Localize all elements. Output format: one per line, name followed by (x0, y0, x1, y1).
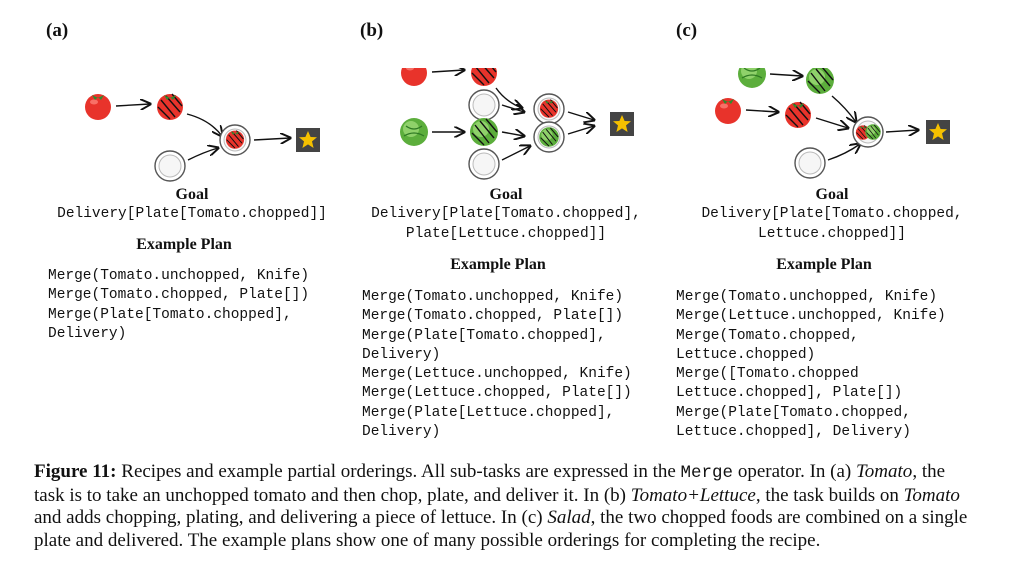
goal-text: Delivery[Plate[Tomato.chopped, Lettuce.c… (672, 205, 992, 244)
plan-title: Example Plan (136, 236, 232, 253)
plan-title: Example Plan (450, 256, 546, 273)
plan-step: Delivery) (362, 346, 441, 363)
arrow (115, 104, 150, 106)
plan-step: Merge(Tomato.unchopped, Knife) (48, 268, 310, 284)
panel-label: (b) (360, 20, 384, 41)
caption-emphasis: Tomato+Lettuce (630, 484, 756, 506)
chopped-lettuce-icon (469, 117, 499, 147)
panel-label: (c) (676, 20, 698, 41)
plan-step: Delivery) (48, 325, 127, 342)
plan-step: Lettuce.chopped], Plate[]) (676, 385, 903, 402)
caption-text: Recipes and example partial orderings. A… (116, 461, 681, 482)
chopped-tomato-icon (156, 93, 184, 121)
caption-text: , the task is to take an unchopped tomat… (34, 461, 946, 506)
arrow (815, 117, 848, 128)
caption-emphasis: Salad (547, 507, 591, 528)
arrow (831, 95, 856, 122)
arrow (769, 74, 802, 76)
figure-caption: Figure 11: Recipes and example partial o… (34, 461, 980, 552)
arrow (186, 113, 222, 136)
caption-text: and adds chopping, plating, and deliveri… (34, 507, 548, 528)
arrow (495, 87, 522, 108)
chopped-lettuce-icon (538, 126, 560, 148)
plan-step: Merge(Tomato.chopped, Plate[]) (48, 287, 310, 304)
caption-code: Merge (680, 463, 734, 483)
panel-b: (b) Goal Delivery[Plate[Tomato.chopped],… (346, 18, 666, 448)
plan-list: Merge(Tomato.unchopped, Knife) Merge(Tom… (362, 288, 632, 442)
star-delivery-icon (296, 128, 320, 152)
star-delivery-icon (926, 120, 950, 144)
arrow (567, 126, 594, 135)
caption-emphasis: Tomato (855, 461, 913, 482)
plan-step: Merge([Tomato.chopped (676, 366, 859, 383)
plan-step: Merge(Tomato.chopped, (676, 327, 859, 344)
tomato-icon (85, 94, 111, 120)
recipe-diagram (715, 68, 950, 179)
arrow (501, 105, 524, 112)
plate-icon (154, 150, 186, 182)
arrow (431, 70, 464, 72)
tomato-icon (401, 68, 427, 86)
caption-text: , the task builds on (755, 484, 904, 506)
plate-icon (794, 147, 826, 179)
plan-step: Merge(Plate[Tomato.chopped, (676, 404, 911, 421)
star-delivery-icon (610, 112, 634, 136)
plan-step: Delivery) (362, 424, 441, 441)
lettuce-icon (399, 117, 429, 147)
goal-text: Delivery[Plate[Tomato.chopped], Plate[Le… (346, 205, 666, 244)
plan-step: Merge(Lettuce.unchopped, Knife) (362, 366, 632, 383)
arrow (827, 144, 860, 161)
plate-icon (468, 89, 500, 121)
plan-list: Merge(Tomato.unchopped, Knife) Merge(Tom… (48, 267, 309, 344)
plan-step: Merge(Plate[Tomato.chopped], (362, 327, 606, 344)
caption-emphasis: Tomato (903, 484, 960, 506)
panel-c: (c) Goal Delivery[Plate[Tomato.chopped, … (660, 18, 980, 448)
plan-list: Merge(Tomato.unchopped, Knife) Merge(Let… (676, 288, 946, 442)
chopped-tomato-icon (539, 99, 559, 119)
plan-step: Merge(Plate[Lettuce.chopped], (362, 404, 615, 421)
panel-a: (a) Goal Delivery[Plate[Tomato.chopped]]… (32, 18, 352, 448)
arrow (187, 148, 218, 161)
goal-line: Lettuce.chopped]] (758, 225, 906, 242)
plan-title: Example Plan (776, 256, 872, 273)
recipe-diagram (85, 93, 320, 182)
chopped-tomato-icon (225, 130, 245, 150)
plan-step: Merge(Lettuce.unchopped, Knife) (676, 308, 946, 325)
goal-title: Goal (815, 186, 849, 203)
panel-label: (a) (46, 20, 69, 41)
arrow (745, 110, 778, 112)
recipe-diagram (399, 68, 634, 180)
chopped-lettuce-icon (805, 68, 835, 95)
figure-label: Figure 11: (34, 461, 117, 482)
goal-text: Delivery[Plate[Tomato.chopped]] (32, 205, 352, 225)
arrow (501, 132, 524, 136)
chopped-tomato-icon (470, 68, 498, 87)
plan-step: Merge(Lettuce.chopped, Plate[]) (362, 385, 632, 402)
goal-title: Goal (175, 186, 209, 203)
caption-text: operator. In (a) (733, 461, 856, 482)
chopped-lettuce-icon (864, 123, 882, 141)
caption-text: , the two chopped foods are combined on … (34, 507, 968, 551)
plan-step: Lettuce.chopped) (676, 346, 816, 363)
tomato-icon (715, 98, 741, 124)
plan-step: Merge(Tomato.chopped, Plate[]) (362, 308, 624, 325)
goal-title: Goal (489, 186, 523, 203)
arrow (567, 111, 594, 120)
plan-step: Merge(Tomato.unchopped, Knife) (676, 289, 938, 305)
lettuce-icon (737, 68, 767, 89)
plate-icon (468, 148, 500, 180)
plan-step: Merge(Plate[Tomato.chopped], (48, 306, 292, 323)
arrow (885, 130, 918, 132)
arrow (253, 138, 290, 140)
goal-line: Delivery[Plate[Tomato.chopped], (371, 206, 641, 222)
goal-line: Plate[Lettuce.chopped]] (405, 225, 607, 242)
chopped-tomato-icon (784, 101, 812, 129)
plan-step: Merge(Tomato.unchopped, Knife) (362, 289, 624, 305)
arrow (501, 146, 530, 161)
goal-line: Delivery[Plate[Tomato.chopped]] (57, 206, 327, 222)
goal-line: Delivery[Plate[Tomato.chopped, (701, 206, 963, 222)
plan-step: Lettuce.chopped], Delivery) (676, 424, 911, 441)
